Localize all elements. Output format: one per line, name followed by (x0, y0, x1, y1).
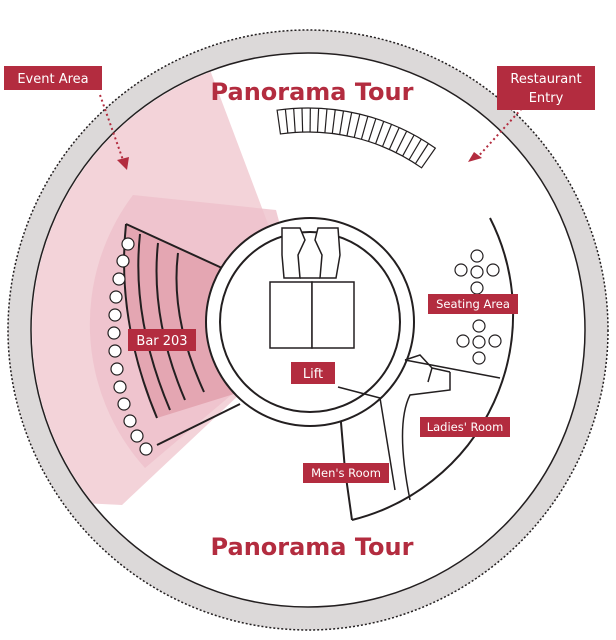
event-area-pointer (99, 94, 124, 161)
panorama-tour-top: Panorama Tour (211, 78, 414, 106)
step-line (367, 118, 377, 142)
seating-tables (454, 249, 502, 365)
step-line (374, 121, 385, 145)
step-line (339, 110, 345, 135)
restaurant-entry-arrowhead (468, 152, 482, 162)
mens-room-badge (303, 463, 389, 483)
step-line (414, 143, 429, 164)
step-line (395, 130, 408, 153)
restaurant-entry-badge (497, 66, 595, 110)
lift-label: Lift (303, 367, 323, 382)
floor-boundary (351, 217, 515, 521)
step-line (293, 108, 296, 133)
step-line (284, 109, 289, 134)
lift-badge (291, 362, 335, 384)
event-area-badge (4, 66, 102, 90)
seating-area-label: Seating Area (436, 297, 510, 311)
ladies-room-badge (420, 417, 510, 437)
bar-arc-2 (155, 242, 186, 401)
step-line (381, 124, 393, 147)
step-line (331, 109, 336, 134)
step-line (360, 116, 369, 140)
restaurant-entry-label-line1: Restaurant (510, 72, 581, 87)
bar-arc-1 (137, 233, 171, 411)
bar-203-label: Bar 203 (136, 334, 187, 349)
step-line (408, 138, 422, 161)
mens-room-label: Men's Room (311, 466, 381, 480)
step-line (353, 113, 361, 138)
restaurant-entry-pointer (474, 104, 526, 161)
step-line (324, 108, 328, 133)
restaurant-entry-steps[interactable] (276, 107, 437, 169)
panorama-tour-bottom: Panorama Tour (211, 533, 414, 561)
restroom-walls (337, 354, 501, 501)
ladies-room-label: Ladies' Room (427, 420, 504, 434)
step-line (388, 127, 400, 150)
event-area-label: Event Area (17, 72, 88, 87)
step-line (346, 112, 353, 136)
bar-stools (107, 237, 153, 456)
step-line (402, 134, 415, 157)
bar-203-zone[interactable] (124, 224, 234, 418)
restaurant-entry-label-line2: Entry (529, 91, 564, 106)
seating-area-badge (428, 294, 518, 314)
bar-arc-3 (175, 252, 205, 393)
step-line (301, 108, 304, 133)
bar-203-badge (128, 329, 196, 351)
bar-top-wall (125, 223, 223, 269)
bar-bottom-wall (156, 403, 241, 446)
event-area-arrowhead (117, 157, 129, 170)
step-line (316, 108, 320, 133)
lift-shaft[interactable] (269, 227, 355, 349)
